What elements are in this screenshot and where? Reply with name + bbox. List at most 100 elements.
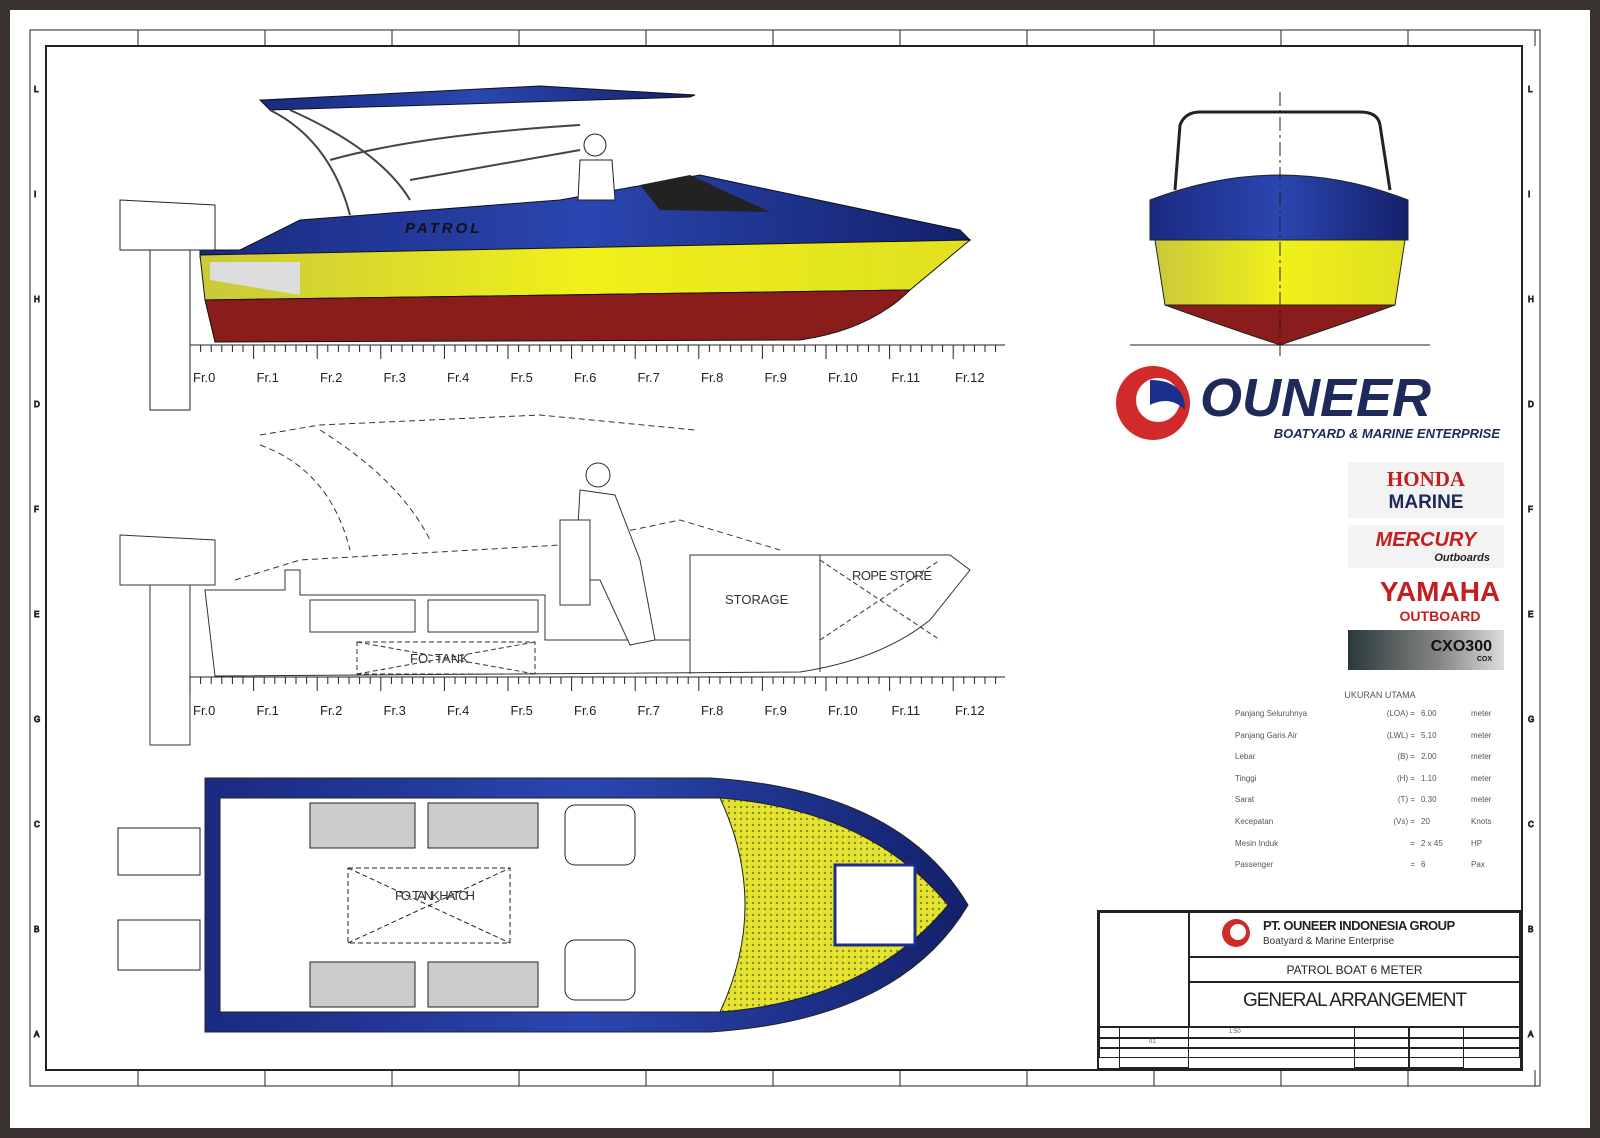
border-zone-label: D [1528, 400, 1534, 409]
frame-label: Fr.10 [828, 703, 858, 718]
front-view [1130, 92, 1430, 360]
frame-label: Fr.11 [891, 370, 921, 385]
drawing-title: GENERAL ARRANGEMENT [1242, 990, 1467, 1011]
frame-label: Fr.1 [256, 703, 279, 718]
spec-val: 6.00 [1421, 709, 1437, 718]
frame-label: Fr.3 [383, 703, 406, 718]
spec-label: Panjang Garis Air [1235, 730, 1298, 740]
border-zone-label: A [1528, 1030, 1534, 1039]
frame-label: Fr.4 [447, 370, 470, 385]
border-zone-label: H [34, 295, 40, 304]
spec-unit: HP [1471, 838, 1483, 848]
outboards-text: Outboards [1434, 552, 1490, 564]
project-title: PATROL BOAT 6 METER [1286, 963, 1423, 977]
frame-label: Fr.0 [193, 370, 216, 385]
fo-tank-label: FO. TANK [410, 651, 469, 666]
title-block: PT. OUNEER INDONESIA GROUP Boatyard & Ma… [1097, 910, 1522, 1070]
spec-row: Sarat (T) = 0.30 meter [1235, 795, 1525, 817]
honda-text: HONDA [1386, 466, 1466, 491]
yamaha-logo: YAMAHA OUTBOARD [1348, 573, 1504, 627]
spec-label: Panjang Seluruhnya [1235, 709, 1308, 718]
company-logo: OUNEER BOATYARD & MARINE ENTERPRISE [1200, 370, 1510, 441]
spec-sym: (Vs) = [1393, 816, 1415, 826]
frame-label: Fr.0 [193, 703, 216, 718]
frame-label: Fr.7 [637, 370, 660, 385]
company-name: PT. OUNEER INDONESIA GROUP [1263, 918, 1455, 933]
scale-value: 1:50 [1229, 1029, 1241, 1035]
border-zone-label: L [1528, 85, 1533, 94]
fo-tank-hatch-label: FO. TANK HATCH [395, 888, 475, 903]
spec-label: Sarat [1235, 795, 1255, 805]
frame-label: Fr.5 [510, 370, 533, 385]
spec-unit: Knots [1471, 816, 1492, 826]
sheet-number: 01 [1149, 1039, 1156, 1045]
mercury-text: MERCURY [1375, 529, 1477, 551]
spec-label: Mesin Induk [1235, 838, 1279, 848]
frame-label: Fr.8 [701, 703, 724, 718]
spec-unit: meter [1471, 773, 1492, 783]
border-zone-label: F [34, 505, 39, 514]
spec-unit: meter [1471, 709, 1492, 718]
spec-val: 2 x 45 [1421, 838, 1443, 848]
main-dimensions-table: UKURAN UTAMA Panjang Seluruhnya(LOA) =6.… [1235, 690, 1525, 882]
spec-val: 5.10 [1421, 730, 1437, 740]
spec-val: 6 [1421, 860, 1426, 870]
frame-label: Fr.4 [447, 703, 470, 718]
frame-label: Fr.7 [637, 703, 660, 718]
border-zone-label: B [1528, 925, 1533, 934]
spec-sym: (T) = [1397, 795, 1415, 805]
cox-text: COX [1476, 655, 1492, 663]
outboard-text: OUTBOARD [1399, 608, 1481, 624]
border-zone-label: G [1528, 715, 1534, 724]
spec-label: Kecepatan [1235, 816, 1274, 826]
spec-sym: (LWL) = [1386, 730, 1415, 740]
border-zone-label: L [34, 85, 39, 94]
border-zone-label: H [1528, 295, 1534, 304]
frame-label: Fr.3 [383, 370, 406, 385]
rope-store-label: ROPE STORE [852, 568, 932, 583]
border-zone-label: G [34, 715, 40, 724]
sheet-border [29, 29, 1541, 1087]
mercury-logo: MERCURY Outboards [1348, 525, 1504, 568]
frame-label: Fr.9 [764, 370, 787, 385]
spec-unit: meter [1471, 795, 1492, 805]
marine-text: MARINE [1388, 491, 1464, 513]
border-zone-label: I [34, 190, 36, 199]
frame-label: Fr.12 [955, 703, 985, 718]
spec-val: 20 [1421, 816, 1430, 826]
frame-label: Fr.10 [828, 370, 858, 385]
frame-label: Fr.2 [320, 370, 343, 385]
border-zone-label: C [34, 820, 40, 829]
logo-tagline: BOATYARD & MARINE ENTERPRISE [1273, 426, 1500, 441]
frame-label: Fr.6 [574, 703, 597, 718]
cxo300-text: CXO300 [1430, 637, 1492, 655]
spec-sym: (H) = [1397, 773, 1415, 783]
spec-unit: Pax [1471, 860, 1485, 870]
storage-label: STORAGE [725, 592, 789, 607]
spec-label: Passenger [1235, 860, 1274, 870]
spec-val: 2.00 [1421, 752, 1437, 762]
frame-ruler-2 [189, 676, 1005, 691]
spec-row: Kecepatan (Vs) = 20 Knots [1235, 817, 1525, 839]
honda-marine-logo: HONDA MARINE [1348, 462, 1504, 518]
border-zone-label: E [1528, 610, 1533, 619]
yamaha-text: YAMAHA [1379, 576, 1501, 607]
frame-label: Fr.12 [955, 370, 985, 385]
border-zone-label: B [34, 925, 39, 934]
logo-name: OUNEER [1200, 368, 1432, 428]
frame-label: Fr.9 [764, 703, 787, 718]
plan-view [117, 777, 969, 1033]
spec-val: 0.30 [1421, 795, 1437, 805]
company-subtitle: Boatyard & Marine Enterprise [1263, 936, 1395, 947]
spec-label: Tinggi [1235, 773, 1257, 783]
frame-label: Fr.11 [891, 703, 921, 718]
spec-label: Lebar [1235, 752, 1256, 762]
border-zone-label: E [34, 610, 39, 619]
